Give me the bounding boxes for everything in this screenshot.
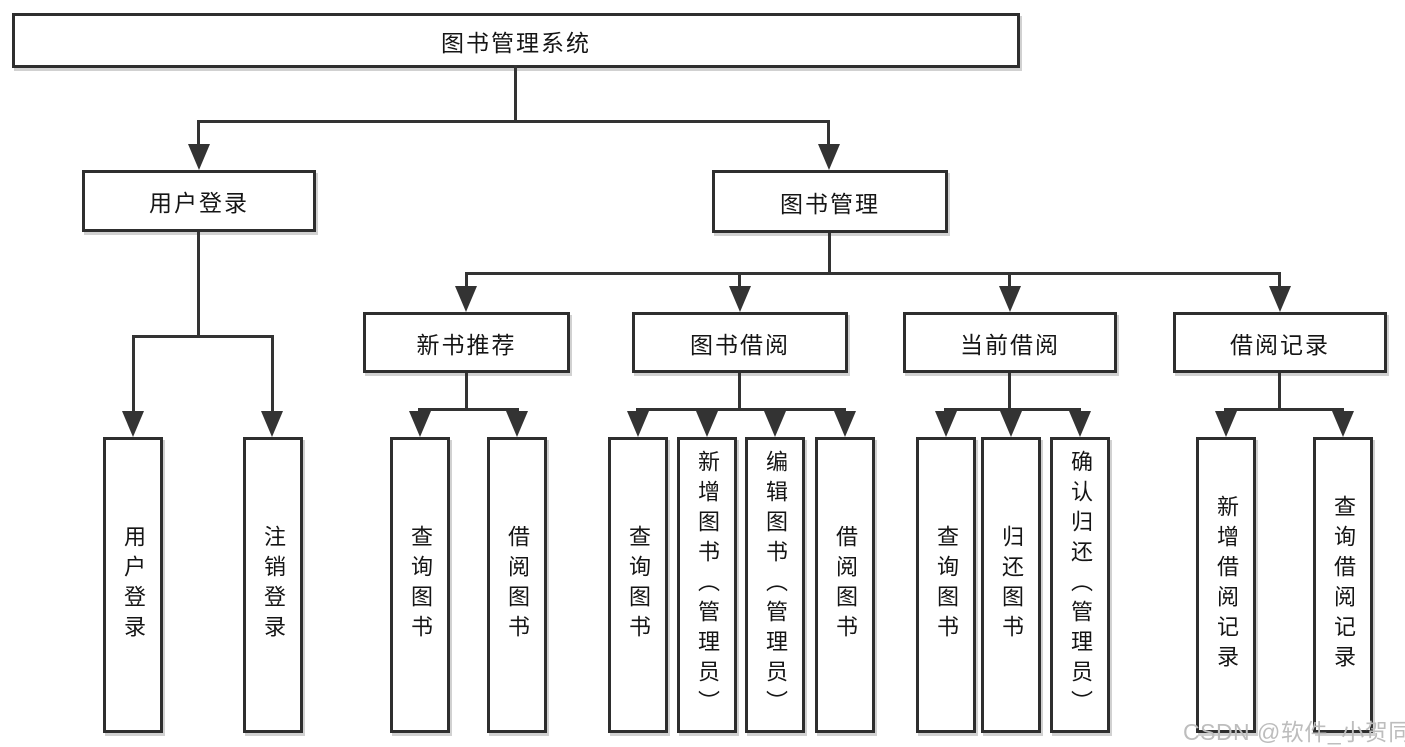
- leaf-label: 查询图书: [934, 525, 959, 645]
- node-book-management: 图书管理: [712, 170, 948, 233]
- connector-branch: [944, 408, 1081, 411]
- leaf-label: 查询图书: [408, 525, 433, 645]
- arrow-down: [999, 286, 1021, 312]
- connector-stem: [465, 373, 468, 411]
- leaf-label: 新增图书（管理员）: [695, 450, 720, 720]
- arrow-down: [935, 411, 957, 437]
- connector-user-login-branch: [132, 335, 274, 338]
- connector-drop: [465, 272, 468, 288]
- connector-root-stem: [514, 65, 517, 121]
- leaf-label: 查询图书: [626, 525, 651, 645]
- arrow-down: [506, 411, 528, 437]
- node-borrowing-records: 借阅记录: [1173, 312, 1387, 373]
- arrow-down: [627, 411, 649, 437]
- arrow-down: [122, 411, 144, 437]
- leaf-label: 查询借阅记录: [1331, 495, 1356, 675]
- connector-book-mgmt-stem: [828, 233, 831, 274]
- arrow-down: [729, 286, 751, 312]
- connector-level2-branch: [197, 120, 830, 123]
- node-user-login: 用户登录: [82, 170, 316, 232]
- leaf-label: 注销登录: [261, 525, 286, 645]
- leaf-query-books: 查询图书: [916, 437, 976, 733]
- node-current-borrowing: 当前借阅: [903, 312, 1117, 373]
- leaf-confirm-return-admin: 确认归还（管理员）: [1050, 437, 1110, 733]
- arrow-down: [1332, 411, 1354, 437]
- arrow-down: [261, 411, 283, 437]
- leaf-user-login: 用户登录: [103, 437, 163, 733]
- leaf-return-books: 归还图书: [981, 437, 1041, 733]
- leaf-label: 编辑图书（管理员）: [763, 450, 788, 720]
- leaf-borrow-books: 借阅图书: [815, 437, 875, 733]
- connector-branch: [418, 408, 519, 411]
- arrow-down: [696, 411, 718, 437]
- connector-branch: [1224, 408, 1344, 411]
- leaf-logout: 注销登录: [243, 437, 303, 733]
- connector-stem: [738, 373, 741, 411]
- leaf-label: 借阅图书: [505, 525, 530, 645]
- leaf-label: 归还图书: [999, 525, 1024, 645]
- leaf-label: 新增借阅记录: [1214, 495, 1239, 675]
- arrow-down: [818, 144, 840, 170]
- leaf-borrow-books: 借阅图书: [487, 437, 547, 733]
- connector-drop: [197, 120, 200, 146]
- arrow-down: [1069, 411, 1091, 437]
- connector-level3-branch: [465, 272, 1281, 275]
- connector-drop: [271, 335, 274, 413]
- watermark: CSDN @软件_小贺同学: [1183, 719, 1405, 745]
- connector-drop: [132, 335, 135, 413]
- connector-stem: [1008, 373, 1011, 411]
- leaf-label: 确认归还（管理员）: [1068, 450, 1093, 720]
- leaf-query-borrow-record: 查询借阅记录: [1313, 437, 1373, 733]
- arrow-down: [1215, 411, 1237, 437]
- connector-branch: [636, 408, 846, 411]
- leaf-add-borrow-record: 新增借阅记录: [1196, 437, 1256, 733]
- arrow-down: [455, 286, 477, 312]
- leaf-query-books: 查询图书: [608, 437, 668, 733]
- arrow-down: [764, 411, 786, 437]
- connector-drop: [1008, 272, 1011, 288]
- arrow-down: [1000, 411, 1022, 437]
- connector-drop: [827, 120, 830, 146]
- node-book-borrowing: 图书借阅: [632, 312, 848, 373]
- leaf-edit-books-admin: 编辑图书（管理员）: [745, 437, 805, 733]
- arrow-down: [188, 144, 210, 170]
- leaf-label: 借阅图书: [833, 525, 858, 645]
- connector-drop: [738, 272, 741, 288]
- leaf-query-books: 查询图书: [390, 437, 450, 733]
- connector-stem: [1278, 373, 1281, 411]
- connector-user-login-stem: [197, 232, 200, 336]
- arrow-down: [1269, 286, 1291, 312]
- leaf-add-books-admin: 新增图书（管理员）: [677, 437, 737, 733]
- arrow-down: [834, 411, 856, 437]
- node-book-management-system: 图书管理系统: [12, 13, 1020, 68]
- arrow-down: [409, 411, 431, 437]
- leaf-label: 用户登录: [121, 525, 146, 645]
- node-new-book-recommendation: 新书推荐: [363, 312, 570, 373]
- connector-drop: [1278, 272, 1281, 288]
